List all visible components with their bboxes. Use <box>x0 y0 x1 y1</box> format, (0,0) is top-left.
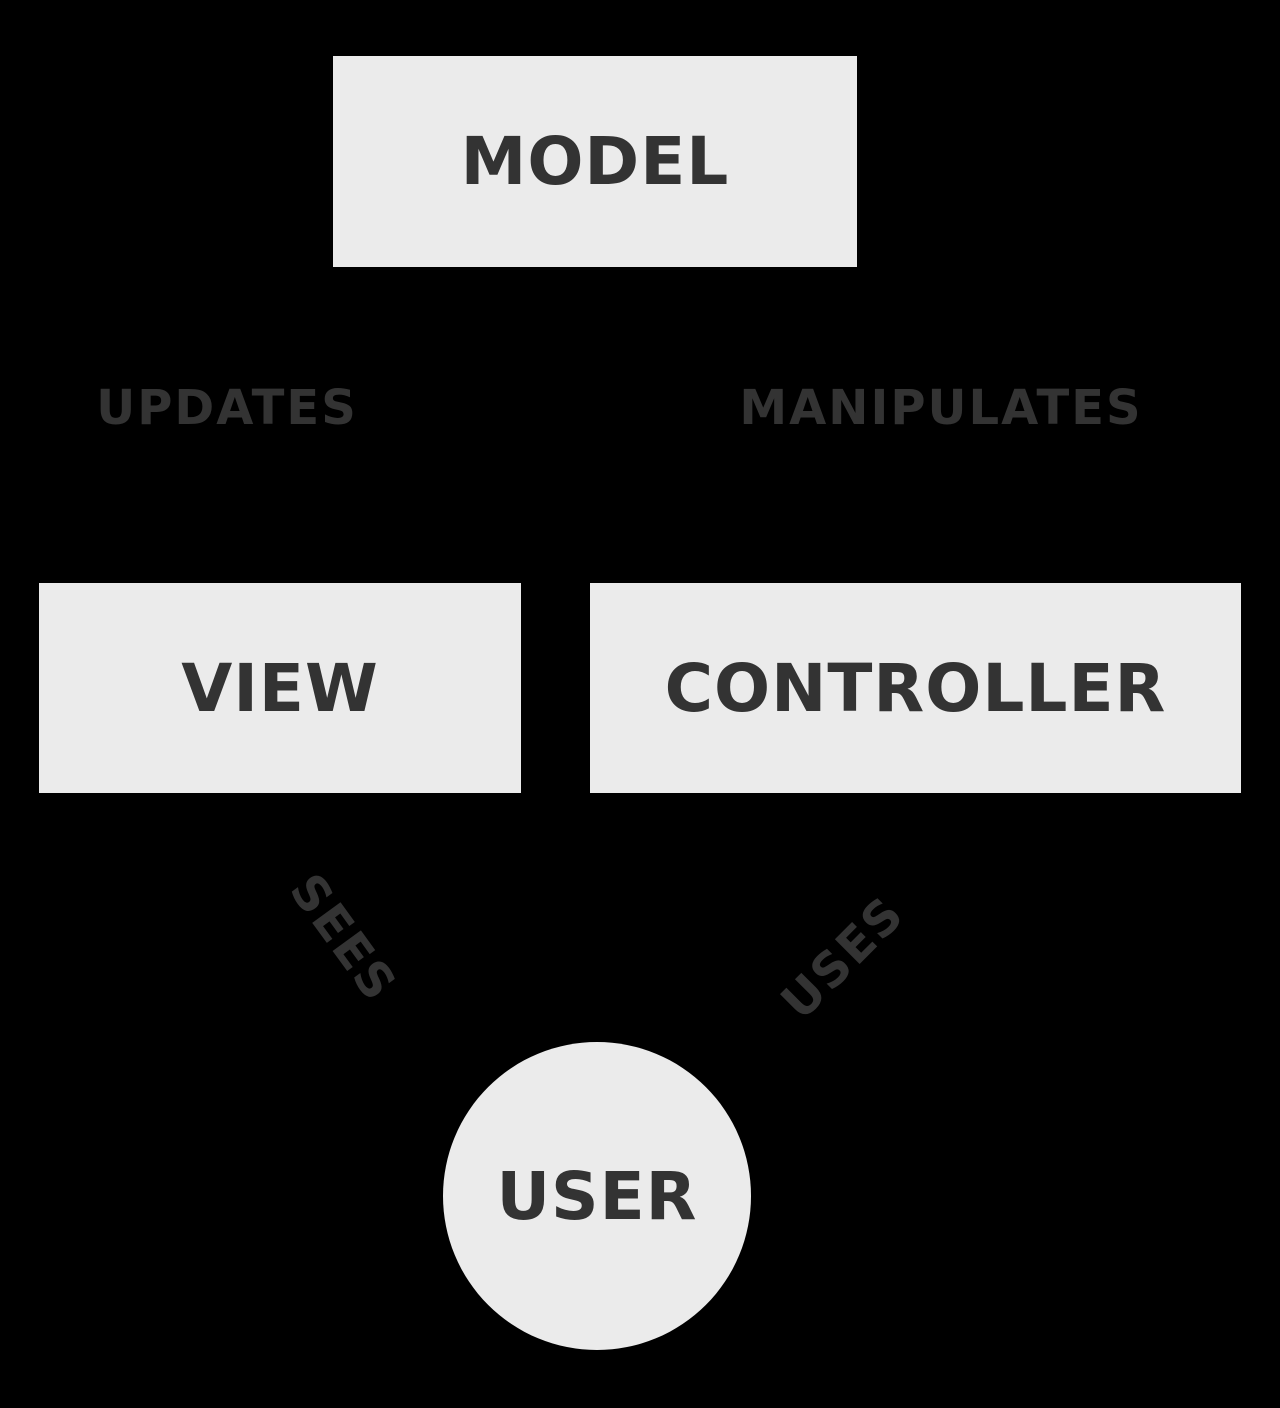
controller-node-label: CONTROLLER <box>664 649 1167 727</box>
view-node-label: VIEW <box>181 649 379 727</box>
manipulates-edge-label: MANIPULATES <box>739 380 1143 436</box>
user-node: USER <box>443 1042 751 1350</box>
controller-node: CONTROLLER <box>590 583 1241 793</box>
user-node-label: USER <box>496 1157 698 1235</box>
model-node-label: MODEL <box>460 123 730 200</box>
sees-edge-label: SEES <box>278 863 408 1013</box>
updates-edge-label: UPDATES <box>96 380 358 436</box>
model-node: MODEL <box>333 56 857 267</box>
uses-edge-label: USES <box>770 885 916 1031</box>
view-node: VIEW <box>39 583 521 793</box>
